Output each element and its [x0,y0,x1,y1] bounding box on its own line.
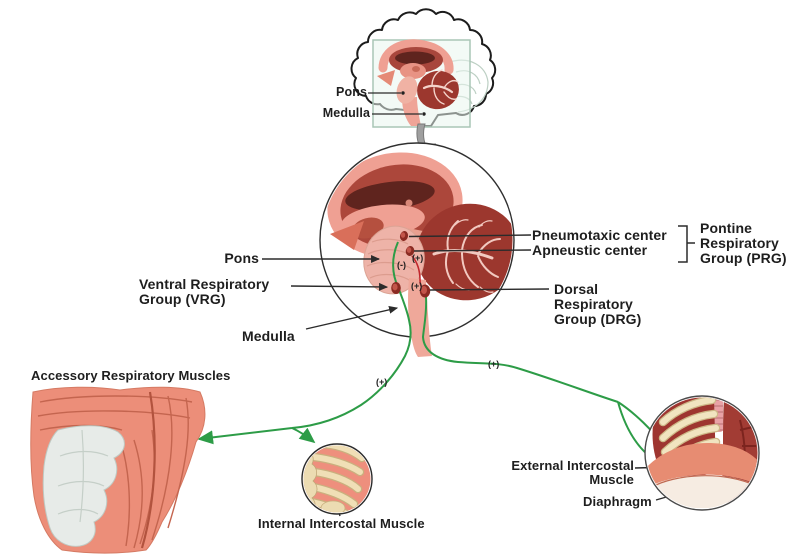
internal-intercostal-illustration [301,443,373,515]
label-external-intercostal: External Intercostal Muscle [511,458,634,487]
inset-arbor-vitae [422,69,459,105]
efferent-path-right [421,296,619,403]
respiratory-center-dots [391,231,431,298]
costal-cartilage [42,425,125,547]
label-pneumotaxic-center: Pneumotaxic center [532,227,667,243]
inset-label-lines [368,92,422,115]
pneumotaxic-center-dot [399,231,409,241]
accessory-muscles-illustration [30,386,206,554]
diaphragm-shape [646,443,758,488]
label-inset-medulla: Medulla [322,106,370,120]
efferent-branch-accessory [197,427,293,445]
sign-inhibitory: (-) [397,260,406,270]
label-inset-pons: Pons [336,85,367,99]
prg-bracket [678,225,695,263]
sign-excite-pontine: (+) [412,253,424,263]
sign-excite-left-path: (+) [376,377,388,387]
label-pons: Pons [224,250,259,266]
sign-excite-right-path: (+) [488,359,500,369]
vrg-dot [391,282,401,294]
label-diaphragm: Diaphragm [583,494,652,509]
label-pontine-respiratory-group: Pontine Respiratory Group (PRG) [700,220,787,266]
chest-illustration [644,395,760,511]
label-ventral-respiratory-group: Ventral Respiratory Group (VRG) [139,276,270,307]
label-accessory-muscles: Accessory Respiratory Muscles [31,368,231,383]
label-dorsal-respiratory-group: Dorsal Respiratory Group (DRG) [554,281,642,327]
label-apneustic-center: Apneustic center [532,242,648,258]
inset-brain-illustration [350,8,497,128]
apneustic-center-dot [405,246,415,256]
efferent-branch-internal [291,427,316,444]
sign-excite-medullary: (+) [411,281,423,291]
drg-dot [419,284,431,298]
label-internal-intercostal: Internal Intercostal Muscle [258,516,425,531]
label-lines [262,225,696,517]
label-medulla: Medulla [242,328,295,344]
